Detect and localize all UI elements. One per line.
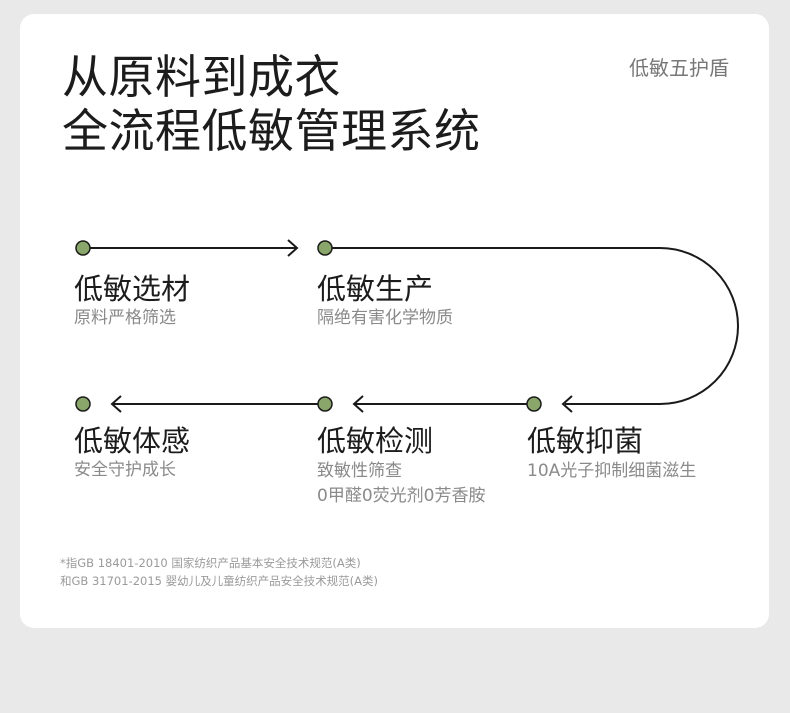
connector-produce-to-antibacterial xyxy=(325,247,739,405)
step-title-produce: 低敏生产 xyxy=(317,272,434,306)
title-line-2: 全流程低敏管理系统 xyxy=(62,104,481,158)
step-dot-select xyxy=(75,240,91,256)
step-title-feel: 低敏体感 xyxy=(74,424,191,458)
step-dot-antibacterial xyxy=(526,396,542,412)
step-dot-test xyxy=(317,396,333,412)
step-sub-produce: 隔绝有害化学物质 xyxy=(317,308,453,328)
footnote: *指GB 18401-2010 国家纺织产品基本安全技术规范(A类) 和GB 3… xyxy=(60,554,378,590)
title-line-1: 从原料到成衣 xyxy=(62,50,341,104)
step-sub-feel: 安全守护成长 xyxy=(74,460,176,480)
arrow-head-left xyxy=(110,395,122,413)
footnote-line-1: *指GB 18401-2010 国家纺织产品基本安全技术规范(A类) xyxy=(60,556,361,570)
footnote-line-2: 和GB 31701-2015 婴幼儿及儿童纺织产品安全技术规范(A类) xyxy=(60,574,378,588)
step-title-antibacterial: 低敏抑菌 xyxy=(527,424,644,458)
step-dot-produce xyxy=(317,240,333,256)
arrow-head-right xyxy=(287,239,299,257)
process-flow-diagram xyxy=(75,239,739,413)
arrow-head-left xyxy=(352,395,364,413)
step-sub-antibacterial: 10A光子抑制细菌滋生 xyxy=(527,461,697,481)
step-title-test: 低敏检测 xyxy=(317,424,434,458)
step-dot-feel xyxy=(75,396,91,412)
step-sub-test-2: 0甲醛0荧光剂0芳香胺 xyxy=(317,486,486,506)
info-card: 从原料到成衣 全流程低敏管理系统 低敏五护盾 低敏选材 原料严格筛选 低敏生产 … xyxy=(20,14,769,628)
page-title: 从原料到成衣 全流程低敏管理系统 xyxy=(62,50,481,158)
arrow-head-left xyxy=(561,395,573,413)
step-sub-select: 原料严格筛选 xyxy=(74,308,176,328)
step-sub-test-1: 致敏性筛查 xyxy=(317,461,402,481)
shield-tag: 低敏五护盾 xyxy=(629,56,729,80)
step-title-select: 低敏选材 xyxy=(74,272,191,306)
